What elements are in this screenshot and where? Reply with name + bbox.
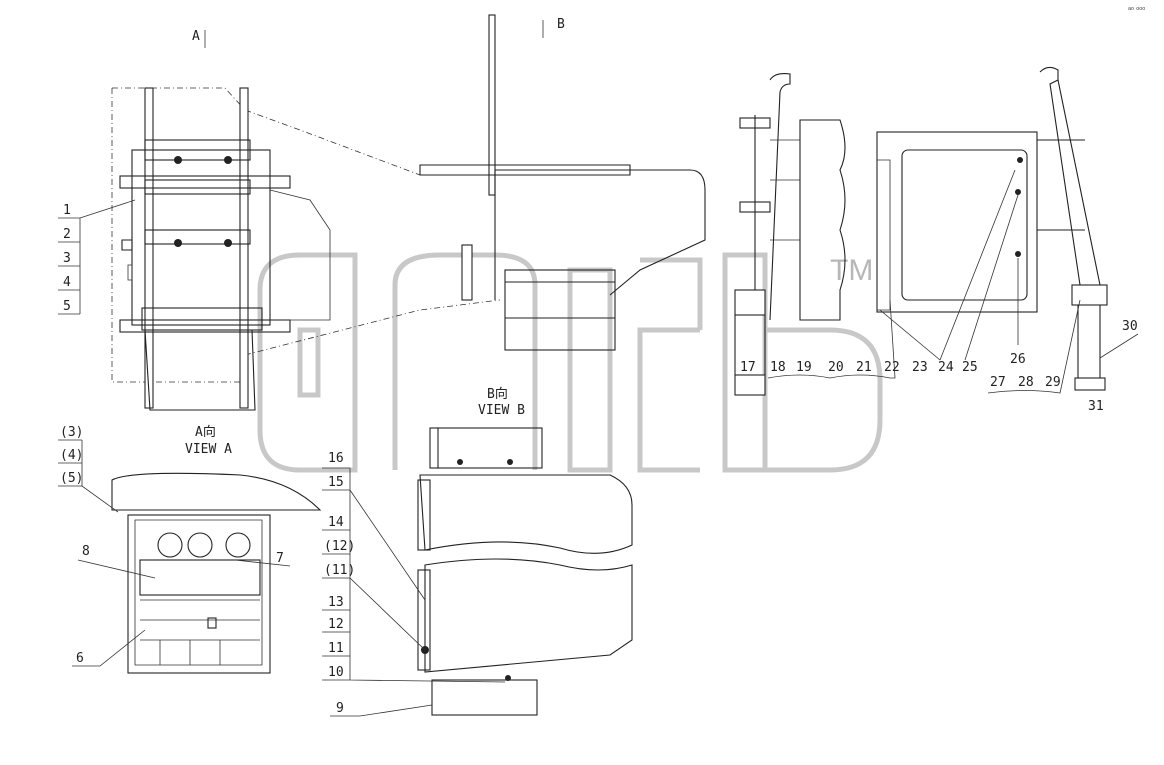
door-assembly [734,66,1108,396]
callout-p5: (5) [60,471,83,486]
corner-mark: ᵃᵒ ᵒᵒᵒ [1128,5,1145,14]
cab-body-outline [419,14,706,351]
callout-20: 20 [828,360,844,375]
callout-15: 15 [328,475,344,490]
callout-21: 21 [856,360,872,375]
callout-16: 16 [328,451,344,466]
callout-29: 29 [1045,375,1061,390]
view-a-arrow-label: A [192,29,200,44]
callout-1: 1 [63,203,71,218]
callout-p3: (3) [60,425,83,440]
callout-30: 30 [1122,319,1138,334]
callout-p11: (11) [324,563,355,578]
view-a-label: VIEW A [185,442,232,457]
callout-5: 5 [63,299,71,314]
callout-11: 11 [328,641,344,656]
callout-9: 9 [336,701,344,716]
view-b-arrow-label: B [557,17,565,32]
callout-22: 22 [884,360,900,375]
watermark-tm: TM [830,254,873,287]
view-a-detail [111,472,322,674]
callout-p4: (4) [60,448,83,463]
callout-26: 26 [1010,352,1026,367]
callout-8: 8 [82,544,90,559]
callout-13: 13 [328,595,344,610]
callout-19: 19 [796,360,812,375]
callout-2: 2 [63,227,71,242]
callout-4: 4 [63,275,71,290]
callout-3: 3 [63,251,71,266]
callout-28: 28 [1018,375,1034,390]
callout-17: 17 [740,360,756,375]
ladder-assembly [111,87,501,411]
view-b-label: VIEW B [478,403,525,418]
callout-18: 18 [770,360,786,375]
callout-10: 10 [328,665,344,680]
view-b-cn-label: B向 [487,386,508,402]
callout-p12: (12) [324,539,355,554]
callout-7: 7 [276,551,284,566]
callout-23: 23 [912,360,928,375]
callout-12: 12 [328,617,344,632]
callout-31: 31 [1088,399,1104,414]
view-b-detail [417,427,633,716]
watermark-logo: TM [257,252,883,473]
callout-27: 27 [990,375,1006,390]
callout-24: 24 [938,360,954,375]
callout-25: 25 [962,360,978,375]
callout-14: 14 [328,515,344,530]
callout-6: 6 [76,651,84,666]
callouts: 1 2 3 4 5 (3) (4) (5) 8 7 6 16 15 14 (12… [58,169,1139,717]
view-a-cn-label: A向 [195,424,216,440]
